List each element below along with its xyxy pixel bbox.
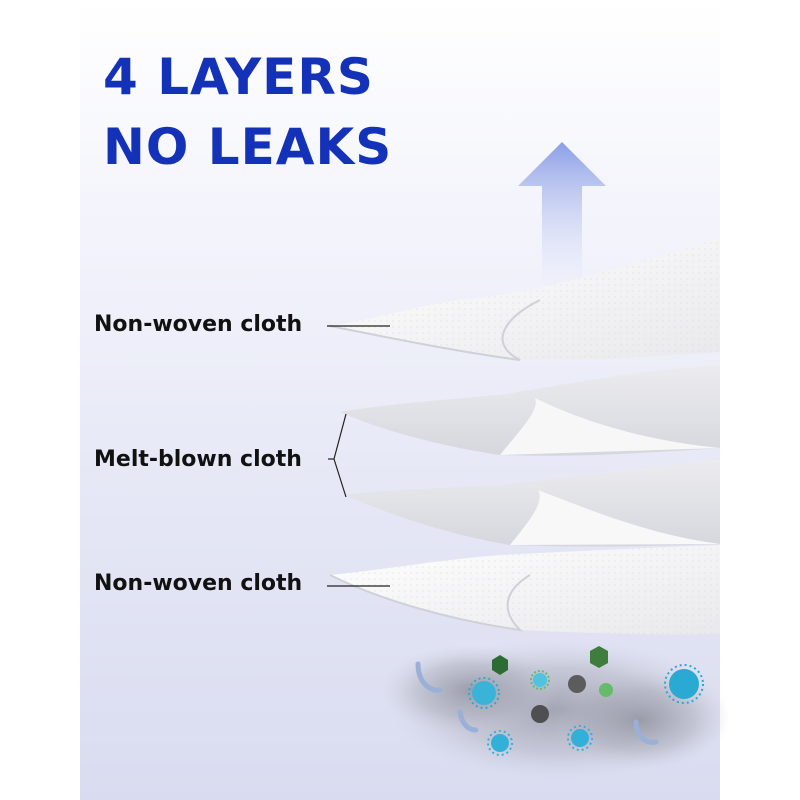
layer-melt-blown-1 bbox=[340, 365, 720, 456]
dust-particle-icon bbox=[531, 675, 586, 723]
headline-line-1: 4 LAYERS bbox=[103, 48, 374, 106]
label-melt-blown: Melt-blown cloth bbox=[94, 447, 302, 472]
green-particle-icon bbox=[492, 646, 613, 697]
layer-melt-blown-2 bbox=[345, 460, 720, 547]
layer-non-woven-bottom bbox=[329, 545, 720, 635]
headline-line-2: NO LEAKS bbox=[103, 118, 393, 176]
smoke-cloud bbox=[380, 640, 730, 780]
layer-non-woven-top bbox=[329, 238, 720, 361]
bacteria-icon bbox=[415, 661, 659, 745]
particles bbox=[415, 646, 704, 756]
virus-icon bbox=[487, 730, 513, 756]
headline: 4 LAYERS NO LEAKS bbox=[103, 42, 392, 182]
virus-icon bbox=[468, 677, 500, 709]
label-non-woven-bottom: Non-woven cloth bbox=[94, 571, 303, 596]
leader-lines bbox=[327, 325, 390, 587]
virus-icon bbox=[664, 664, 704, 704]
virus-icon bbox=[567, 725, 593, 751]
virus-icon bbox=[530, 670, 550, 690]
label-non-woven-top: Non-woven cloth bbox=[94, 312, 303, 337]
up-arrow-icon bbox=[518, 142, 606, 286]
